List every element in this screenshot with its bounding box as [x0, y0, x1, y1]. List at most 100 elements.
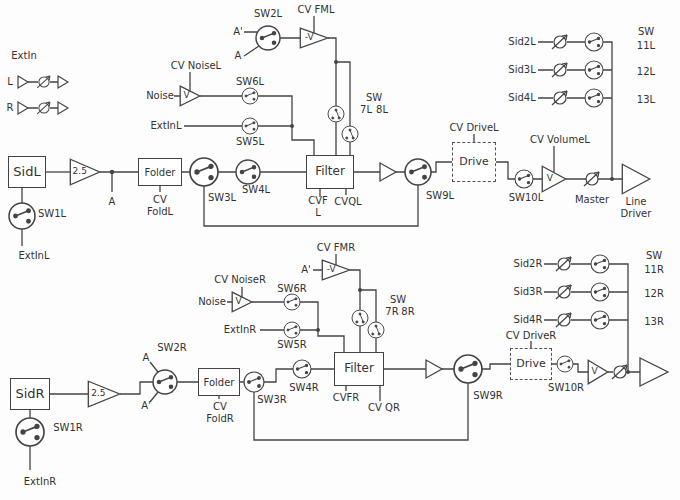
signal-label: CV NoiseR	[214, 274, 266, 286]
module-box: Folder	[138, 158, 182, 186]
signal-label: Noise	[198, 296, 226, 308]
switch-symbol	[591, 255, 609, 273]
switch-symbol	[368, 322, 384, 338]
amplifier-triangle: V	[180, 86, 200, 106]
triangle-outline	[542, 166, 566, 192]
junction-dot	[110, 170, 114, 174]
signal-label: CV FoldR	[203, 401, 237, 424]
switch-symbol	[515, 170, 533, 188]
signal-wire	[120, 382, 198, 394]
signal-label: SW	[390, 294, 406, 306]
amplifier-triangle: V	[542, 166, 566, 192]
buffer-symbol	[426, 360, 442, 378]
signal-label: 7R	[385, 306, 398, 318]
switch-symbol	[557, 356, 573, 372]
block-label: 2.5	[91, 389, 117, 399]
block-label: V	[235, 297, 248, 307]
switch-symbol	[242, 118, 258, 134]
signal-label: 7L	[360, 104, 372, 116]
signal-label: 13L	[637, 94, 655, 106]
signal-wire	[182, 171, 306, 172]
signal-label: Sid4L	[508, 92, 535, 104]
signal-label: CV FMR	[317, 242, 355, 254]
junction-dot	[334, 60, 338, 64]
signal-label: SW	[366, 92, 382, 104]
switch-symbol	[454, 355, 482, 383]
switch-symbol	[585, 33, 603, 51]
amplifier-triangle: 2.5	[88, 381, 120, 407]
signal-label: SW1R	[53, 422, 83, 434]
switch-symbol	[342, 126, 358, 142]
switch-symbol	[190, 158, 218, 186]
block-label: 2.5	[73, 167, 98, 177]
junction-dot	[358, 288, 362, 292]
signal-label: SW10L	[509, 192, 544, 204]
pot-symbol	[556, 257, 571, 271]
switch-symbol	[242, 88, 258, 104]
switch-symbol	[236, 160, 260, 184]
triangle-outline	[322, 260, 350, 280]
block-label: Folder	[145, 167, 176, 178]
block-label: Drive	[516, 358, 545, 370]
buffer-symbol	[18, 102, 28, 114]
signal-label: SW	[638, 26, 654, 38]
block-label: -V	[305, 33, 324, 43]
signal-label: CV NoiseL	[171, 60, 221, 72]
signal-label: 12L	[637, 66, 655, 78]
pot-symbol	[37, 76, 50, 88]
signal-label: A'	[301, 264, 311, 276]
switch-symbol	[244, 372, 264, 392]
signal-label: A	[235, 50, 242, 62]
switch-symbol	[591, 311, 609, 329]
drive-box: Drive	[452, 142, 496, 182]
signal-wire	[50, 393, 88, 394]
signal-wire	[200, 96, 314, 155]
signal-wire	[252, 302, 344, 352]
block-label: -V	[327, 265, 346, 275]
switch-symbol	[16, 418, 44, 446]
signal-label: 12R	[644, 288, 664, 300]
pot-symbol	[612, 365, 627, 379]
pot-symbol	[552, 63, 567, 77]
pot-symbol	[552, 35, 567, 49]
module-box: Folder	[198, 368, 240, 396]
signal-label: SW5R	[277, 339, 307, 351]
triangle-outline	[232, 292, 252, 312]
junction-dot	[610, 177, 614, 181]
signal-wire	[328, 38, 336, 155]
signal-label: SW1L	[38, 208, 66, 220]
pot-symbol	[37, 102, 50, 114]
signal-label: CV DriveR	[506, 330, 557, 342]
switch-symbol	[405, 159, 431, 185]
block-label: SidL	[13, 165, 40, 179]
signal-label: 8L	[376, 104, 388, 116]
signal-label: L	[7, 76, 13, 88]
switch-symbol	[585, 61, 603, 79]
signal-label: SW	[646, 250, 662, 262]
triangle-outline	[300, 28, 328, 48]
block-label: V	[183, 91, 196, 101]
switch-symbol	[328, 106, 344, 122]
buffer-symbol	[58, 76, 68, 88]
signal-label: ExtInL	[150, 120, 181, 132]
signal-label: SW9L	[426, 190, 454, 202]
signal-label: CV VolumeL	[530, 134, 590, 146]
signal-wire	[384, 364, 510, 369]
signal-label: ExtInR	[224, 324, 256, 336]
signal-label: Master	[575, 194, 609, 206]
switch-symbol	[293, 360, 311, 378]
buffer-symbol	[58, 102, 68, 114]
switch-symbol	[153, 370, 177, 394]
signal-label: CV FML	[298, 4, 335, 16]
block-label: Folder	[204, 377, 235, 388]
signal-label: Sid3L	[508, 64, 535, 76]
wire	[30, 254, 640, 470]
switch-symbol	[352, 310, 368, 326]
pot-symbol	[552, 91, 567, 105]
signal-label: ExtInR	[24, 476, 56, 488]
junction-dot	[626, 370, 630, 374]
signal-wire	[566, 178, 622, 179]
signal-label: SW3L	[208, 192, 236, 204]
amplifier-triangle: -V	[322, 260, 350, 280]
drive-box: Drive	[510, 348, 552, 380]
